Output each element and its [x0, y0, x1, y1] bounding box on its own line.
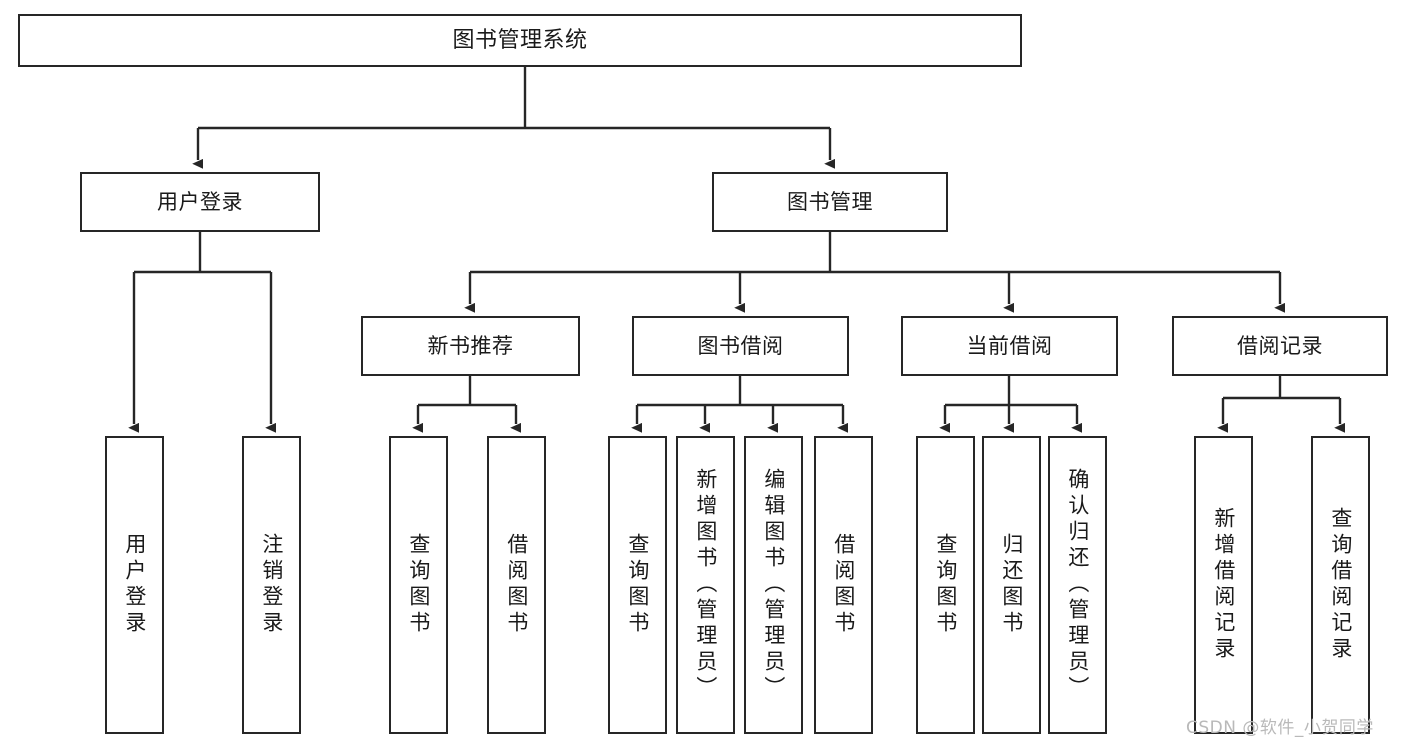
- node-leaf-query-book-3[interactable]: 查询图书: [916, 436, 975, 734]
- node-leaf-user-login[interactable]: 用户登录: [105, 436, 164, 734]
- node-leaf-user-login-label: 用户登录: [122, 533, 147, 637]
- watermark: CSDN @软件_小贺同学: [1186, 718, 1374, 738]
- node-user-login[interactable]: 用户登录: [80, 172, 320, 232]
- node-borrow-record-label: 借阅记录: [1237, 333, 1323, 358]
- node-leaf-return-book[interactable]: 归还图书: [982, 436, 1041, 734]
- node-leaf-confirm-return-label: 确认归还（管理员）: [1065, 468, 1090, 702]
- node-new-book-rec-label: 新书推荐: [427, 333, 514, 358]
- node-leaf-query-book-3-label: 查询图书: [933, 533, 958, 637]
- node-leaf-borrow-book-1-label: 借阅图书: [504, 533, 529, 637]
- node-leaf-add-book[interactable]: 新增图书（管理员）: [676, 436, 735, 734]
- node-user-login-label: 用户登录: [157, 189, 243, 214]
- node-leaf-edit-book[interactable]: 编辑图书（管理员）: [744, 436, 803, 734]
- node-leaf-borrow-book-1[interactable]: 借阅图书: [487, 436, 546, 734]
- node-leaf-query-book-2-label: 查询图书: [625, 533, 650, 637]
- node-root[interactable]: 图书管理系统: [18, 14, 1022, 67]
- node-leaf-user-logout-label: 注销登录: [259, 533, 284, 637]
- node-book-borrow-label: 图书借阅: [697, 333, 784, 358]
- node-leaf-query-record-label: 查询借阅记录: [1328, 507, 1353, 663]
- node-leaf-edit-book-label: 编辑图书（管理员）: [761, 468, 786, 702]
- node-root-label: 图书管理系统: [452, 27, 588, 53]
- node-leaf-user-logout[interactable]: 注销登录: [242, 436, 301, 734]
- node-new-book-rec[interactable]: 新书推荐: [361, 316, 580, 376]
- node-leaf-query-book-2[interactable]: 查询图书: [608, 436, 667, 734]
- node-leaf-add-book-label: 新增图书（管理员）: [693, 468, 718, 702]
- node-leaf-query-book-1[interactable]: 查询图书: [389, 436, 448, 734]
- node-book-manage[interactable]: 图书管理: [712, 172, 948, 232]
- node-leaf-add-record-label: 新增借阅记录: [1211, 507, 1236, 663]
- node-leaf-borrow-book-2-label: 借阅图书: [831, 533, 856, 637]
- node-current-borrow-label: 当前借阅: [966, 333, 1053, 358]
- node-leaf-return-book-label: 归还图书: [999, 533, 1024, 637]
- node-current-borrow[interactable]: 当前借阅: [901, 316, 1118, 376]
- node-leaf-query-book-1-label: 查询图书: [406, 533, 431, 637]
- node-borrow-record[interactable]: 借阅记录: [1172, 316, 1388, 376]
- node-book-borrow[interactable]: 图书借阅: [632, 316, 849, 376]
- node-leaf-confirm-return[interactable]: 确认归还（管理员）: [1048, 436, 1107, 734]
- node-leaf-borrow-book-2[interactable]: 借阅图书: [814, 436, 873, 734]
- node-book-manage-label: 图书管理: [787, 189, 873, 214]
- node-leaf-add-record[interactable]: 新增借阅记录: [1194, 436, 1253, 734]
- node-leaf-query-record[interactable]: 查询借阅记录: [1311, 436, 1370, 734]
